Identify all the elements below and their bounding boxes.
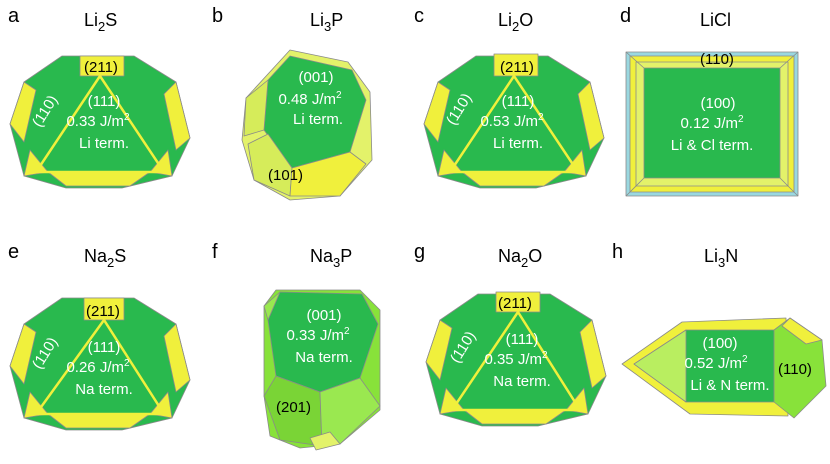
compound-name: Li3P xyxy=(310,10,343,34)
surface-energy: 0.12 J/m2 xyxy=(680,114,744,132)
crystal-shape xyxy=(241,49,373,201)
crystal-shape xyxy=(9,55,191,189)
panel-g: g Na2O (211) (110) (111) 0.35 J/m2 Na te… xyxy=(414,241,607,427)
panel-b: b Li3P (001) 0.48 J/m2 Li term. (101) xyxy=(212,5,373,201)
facet-miller-index: (111) xyxy=(88,93,121,110)
compound-name: Na2S xyxy=(84,246,126,270)
crystal-shape xyxy=(9,297,191,431)
compound-name: Na2O xyxy=(498,246,542,270)
panel-d: d LiCl (110) (100) 0.12 J/m2 Li & Cl ter… xyxy=(620,5,799,197)
face-label: (110) xyxy=(700,51,734,68)
surface-energy: 0.33 J/m2 xyxy=(286,326,350,344)
facet-miller-index: (001) xyxy=(298,69,333,86)
termination: Li & Cl term. xyxy=(671,137,754,154)
compound-name: Li3N xyxy=(704,246,738,270)
crystal-shape xyxy=(621,317,827,419)
compound-name: Na3P xyxy=(310,246,352,270)
compound-name: LiCl xyxy=(700,10,731,30)
panel-letter: e xyxy=(8,241,19,263)
facet-miller-index: (100) xyxy=(702,335,737,352)
surface-energy: 0.33 J/m2 xyxy=(66,112,130,130)
face-label: (211) xyxy=(500,59,534,76)
termination: Li term. xyxy=(293,111,343,128)
compound-name: Li2S xyxy=(84,10,117,34)
surface-energy: 0.26 J/m2 xyxy=(66,358,130,376)
crystal-shape xyxy=(625,51,799,197)
face-label: (211) xyxy=(84,59,118,76)
compound-name: Li2O xyxy=(498,10,533,34)
facet-miller-index: (111) xyxy=(506,331,539,348)
panel-e: e Na2S (211) (110) (111) 0.26 J/m2 Na te… xyxy=(8,241,191,431)
panel-letter: f xyxy=(212,241,218,263)
panel-letter: d xyxy=(620,5,631,27)
crystal-shape xyxy=(425,291,607,427)
panel-letter: h xyxy=(612,241,623,263)
panel-letter: c xyxy=(414,5,424,27)
crystal-shape xyxy=(423,53,605,189)
facet-miller-index: (100) xyxy=(700,95,735,112)
termination: Li term. xyxy=(79,135,129,152)
panel-a: a Li2S (211) (110) (111) 0.33 J/m2 Li te… xyxy=(8,5,191,189)
termination: Na term. xyxy=(75,381,133,398)
surface-energy: 0.48 J/m2 xyxy=(278,90,342,108)
face-label: (201) xyxy=(276,399,311,416)
facet-miller-index: (001) xyxy=(306,307,341,324)
face-label: (211) xyxy=(498,295,532,312)
termination: Na term. xyxy=(493,373,551,390)
panel-letter: a xyxy=(8,5,20,27)
panel-h: h Li3N (100) 0.52 J/m2 Li & N term. (110… xyxy=(612,241,827,419)
surface-energy: 0.52 J/m2 xyxy=(684,354,748,372)
termination: Na term. xyxy=(295,349,353,366)
facet-miller-index: (111) xyxy=(502,93,535,110)
panel-letter: g xyxy=(414,241,425,263)
face-label: (110) xyxy=(778,361,812,378)
crystal-shape xyxy=(263,289,381,451)
panel-letter: b xyxy=(212,5,223,27)
surface-energy: 0.53 J/m2 xyxy=(480,112,544,130)
facet-miller-index: (111) xyxy=(88,339,121,356)
face-label: (211) xyxy=(86,303,120,320)
panel-c: c Li2O (211) (110) (111) 0.53 J/m2 Li te… xyxy=(414,5,605,189)
panel-f: f Na3P (001) 0.33 J/m2 Na term. (201) xyxy=(212,241,381,451)
termination: Li & N term. xyxy=(690,377,769,394)
face-label: (101) xyxy=(268,167,303,184)
termination: Li term. xyxy=(493,135,543,152)
surface-energy: 0.35 J/m2 xyxy=(484,350,548,368)
